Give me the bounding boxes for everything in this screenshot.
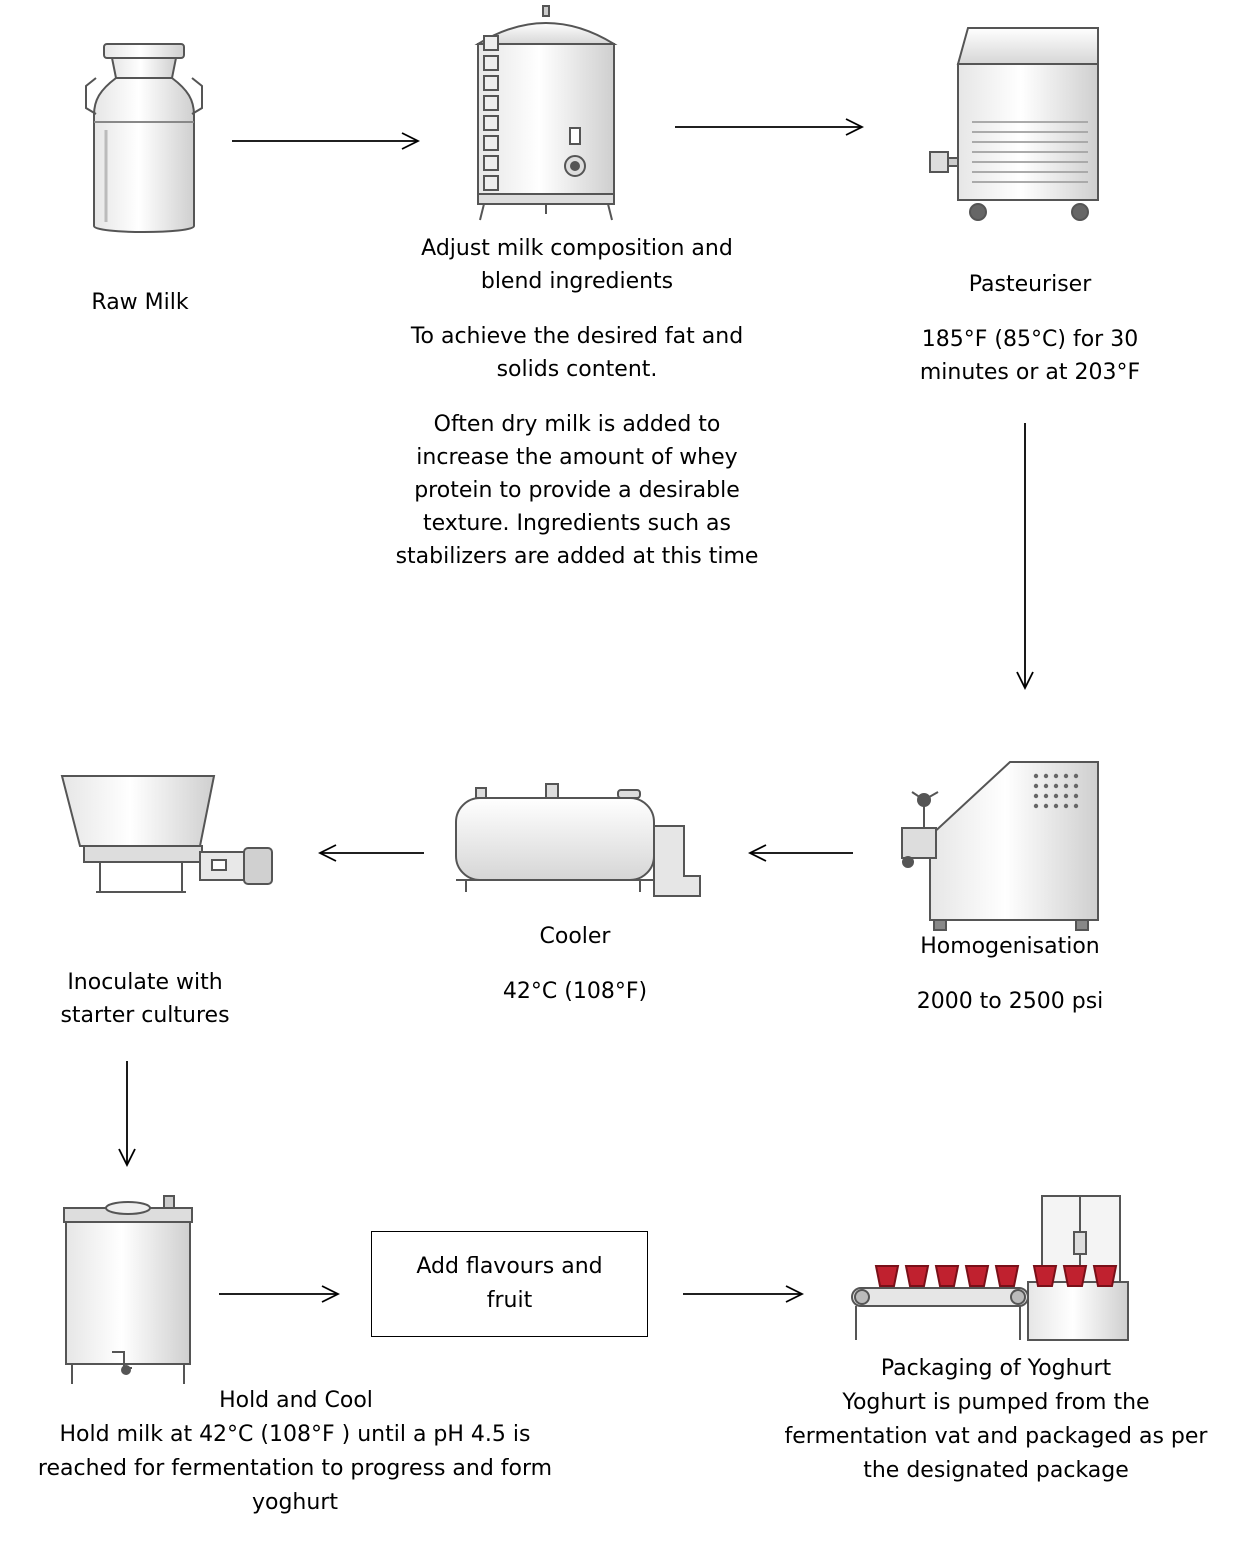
cooling-tank-icon bbox=[455, 783, 701, 897]
cooler-note: 42°C (108°F) bbox=[502, 979, 648, 1004]
blend-title: Adjust milk composition and blend ingred… bbox=[421, 236, 733, 294]
homogeniser-icon bbox=[901, 761, 1099, 931]
raw-milk-title: Raw Milk bbox=[91, 290, 189, 315]
blend-note-fat-solids: To achieve the desired fat and solids co… bbox=[410, 324, 744, 382]
pasteuriser-machine-icon bbox=[929, 27, 1099, 221]
milk-churn-icon bbox=[85, 43, 203, 233]
packaging-title: Packaging of Yoghurt bbox=[880, 1356, 1112, 1381]
pasteuriser-label: Pasteuriser 185°F (85°C) for 30 minutes … bbox=[900, 268, 1160, 389]
packaging-note: Yoghurt is pumped from the fermentation … bbox=[784, 1390, 1208, 1484]
cooler-label: Cooler 42°C (108°F) bbox=[470, 920, 680, 1008]
pasteuriser-note: 185°F (85°C) for 30 minutes or at 203°F bbox=[919, 327, 1141, 385]
homogenisation-title: Homogenisation bbox=[920, 934, 1100, 959]
fermentation-vat-icon bbox=[63, 1195, 193, 1384]
add-flavours-title: Add flavours and fruit bbox=[416, 1253, 603, 1313]
hold-cool-title: Hold and Cool bbox=[219, 1388, 373, 1413]
homogenisation-note: 2000 to 2500 psi bbox=[916, 989, 1104, 1014]
raw-milk-label: Raw Milk bbox=[60, 286, 220, 319]
blend-label: Adjust milk composition and blend ingred… bbox=[392, 232, 762, 573]
packaging-line-icon bbox=[851, 1195, 1129, 1341]
hold-cool-label: Hold and Cool Hold milk at 42°C (108°F )… bbox=[10, 1384, 580, 1520]
inoculate-label: Inoculate with starter cultures bbox=[40, 966, 250, 1032]
add-flavours-box: Add flavours and fruit bbox=[371, 1231, 648, 1337]
inoculate-title: Inoculate with starter cultures bbox=[60, 970, 230, 1028]
packaging-label: Packaging of Yoghurt Yoghurt is pumped f… bbox=[766, 1352, 1226, 1488]
cooler-title: Cooler bbox=[539, 924, 611, 949]
blend-note-dry-milk: Often dry milk is added to increase the … bbox=[395, 412, 759, 569]
inoculation-hopper-icon bbox=[60, 775, 273, 893]
pasteuriser-title: Pasteuriser bbox=[968, 272, 1092, 297]
homogenisation-label: Homogenisation 2000 to 2500 psi bbox=[890, 930, 1130, 1018]
hold-cool-note: Hold milk at 42°C (108°F ) until a pH 4.… bbox=[37, 1422, 553, 1516]
blending-tank-icon bbox=[474, 5, 618, 221]
